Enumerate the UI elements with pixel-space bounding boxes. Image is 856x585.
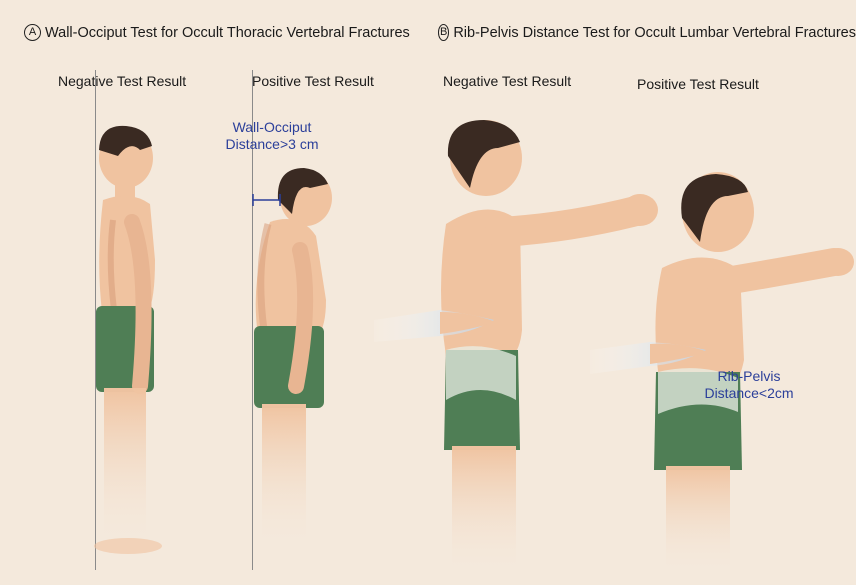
wall-occiput-annotation-line1: Wall-Occiput	[212, 119, 332, 136]
rib-pelvis-annotation-line2: Distance<2cm	[694, 385, 804, 402]
figure-a-positive	[253, 168, 332, 550]
figure-a-negative	[94, 126, 162, 554]
rib-pelvis-annotation: Rib-Pelvis Distance<2cm	[694, 368, 804, 402]
wall-occiput-annotation: Wall-Occiput Distance>3 cm	[212, 119, 332, 153]
rib-pelvis-annotation-line1: Rib-Pelvis	[694, 368, 804, 385]
wall-occiput-annotation-line2: Distance>3 cm	[212, 136, 332, 153]
